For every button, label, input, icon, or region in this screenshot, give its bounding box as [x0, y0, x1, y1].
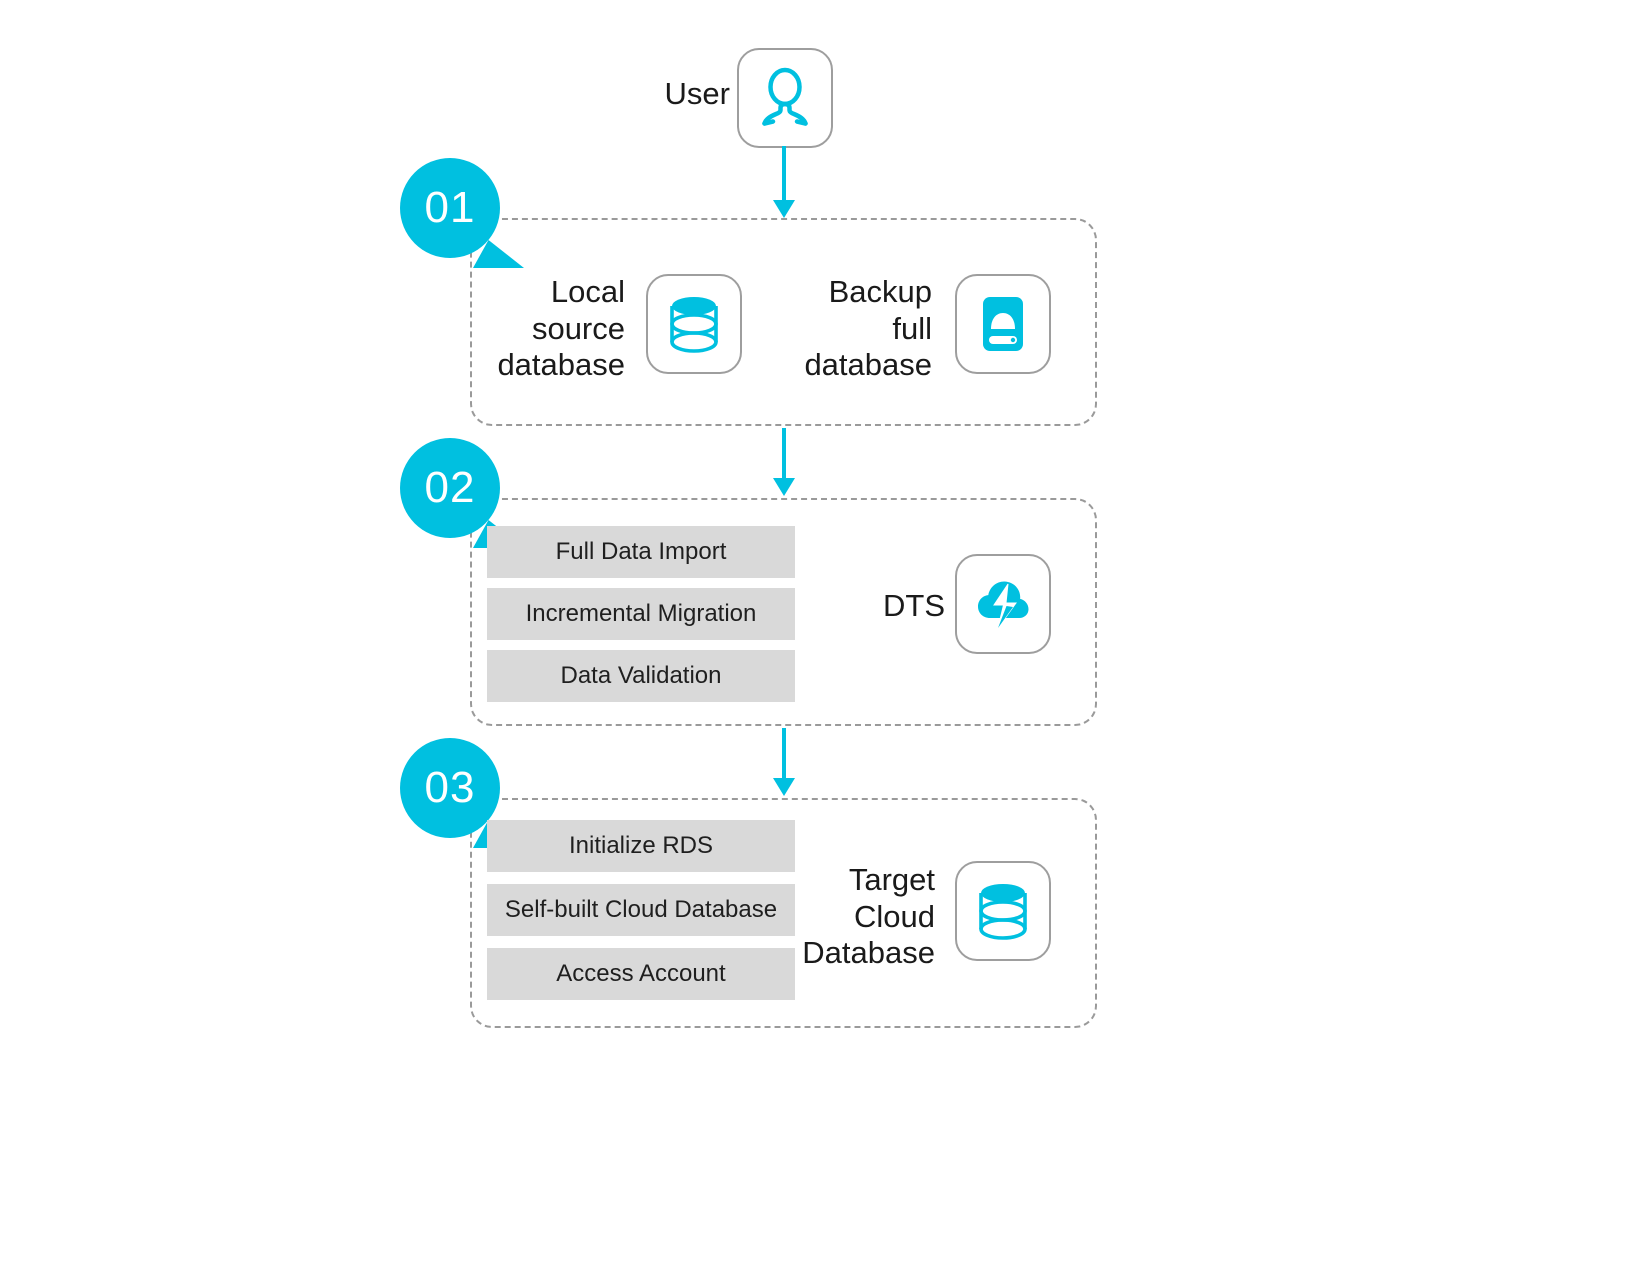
- task-bar-self-built-cloud-database: Self-built Cloud Database: [487, 884, 795, 936]
- step-01-badge: 01: [400, 158, 524, 282]
- task-bar-incremental-migration: Incremental Migration: [487, 588, 795, 640]
- dts-icon-tile: [955, 554, 1051, 654]
- task-bar-access-account: Access Account: [487, 948, 795, 1000]
- local-source-database-label: Local source database: [497, 274, 625, 383]
- step-01-number: 01: [424, 183, 476, 232]
- dts-label: DTS: [883, 588, 945, 623]
- target-cloud-database-icon-tile: [955, 861, 1051, 961]
- step-03-number: 03: [424, 763, 476, 812]
- database-cylinder-icon: [975, 880, 1031, 942]
- step-01-container: [470, 218, 1097, 426]
- user-label: User: [664, 76, 730, 111]
- step-02-badge: 02: [400, 438, 524, 562]
- task-bar-initialize-rds: Initialize RDS: [487, 820, 795, 872]
- step-02-number: 02: [424, 463, 476, 512]
- user-icon: [757, 67, 813, 129]
- task-bar-data-validation: Data Validation: [487, 650, 795, 702]
- step-03-container: [470, 798, 1097, 1028]
- database-cylinder-icon: [666, 293, 722, 355]
- hard-drive-icon: [975, 293, 1031, 355]
- connector-step-02-to-step-03: [770, 728, 798, 798]
- user-icon-tile: [737, 48, 833, 148]
- local-source-database-icon-tile: [646, 274, 742, 374]
- backup-full-database-icon-tile: [955, 274, 1051, 374]
- step-02-container: [470, 498, 1097, 726]
- dts-cloud-bolt-icon: [973, 572, 1033, 636]
- task-bar-full-data-import: Full Data Import: [487, 526, 795, 578]
- connector-step-01-to-step-02: [770, 428, 798, 498]
- target-cloud-database-label: Target Cloud Database: [802, 862, 935, 971]
- connector-user-to-step-01: [770, 146, 798, 220]
- backup-full-database-label: Backup full database: [804, 274, 932, 383]
